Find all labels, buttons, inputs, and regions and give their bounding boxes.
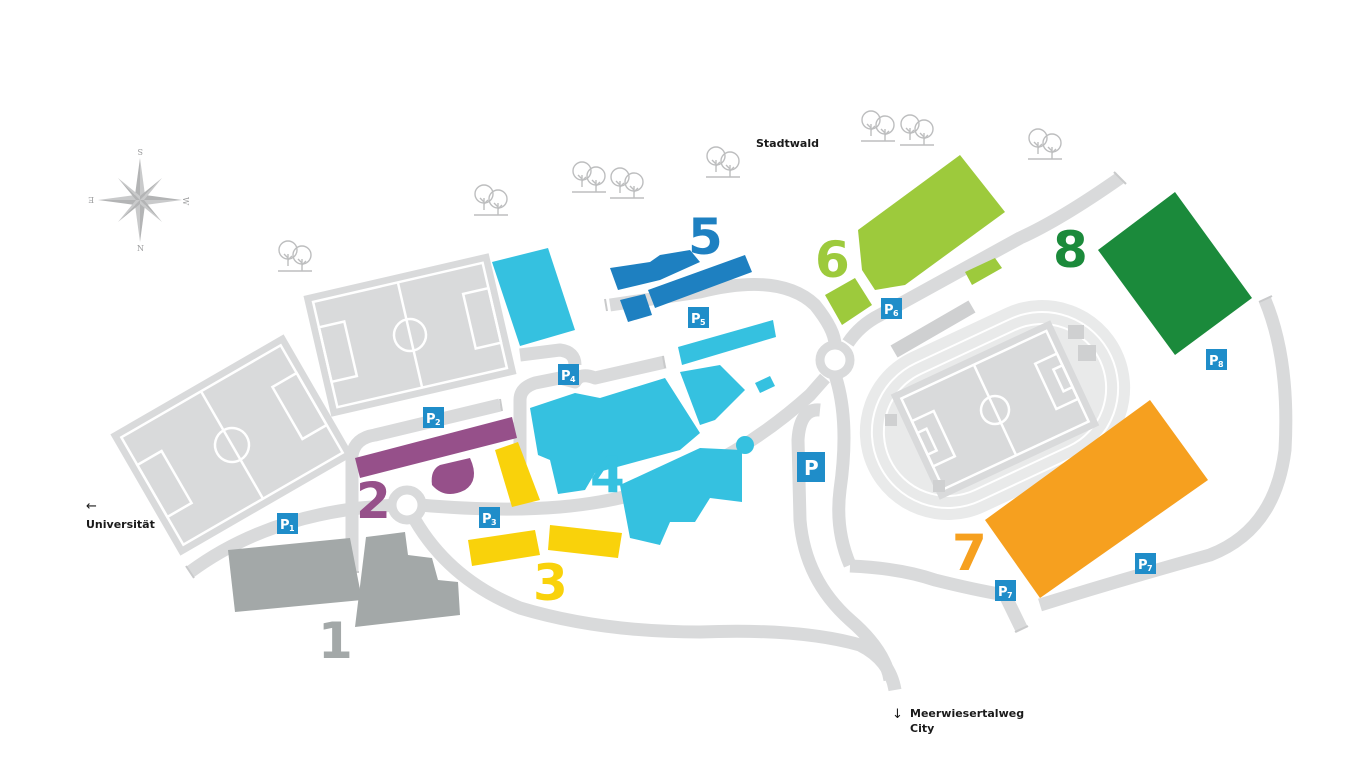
zone-number-2: 2 bbox=[356, 472, 391, 530]
building-zone-2 bbox=[355, 417, 517, 494]
roundabout-east bbox=[815, 340, 855, 380]
building-zone-1 bbox=[228, 532, 460, 627]
stadium-block-2 bbox=[1078, 345, 1096, 361]
parking-p8[interactable]: P 8 bbox=[1206, 349, 1227, 370]
svg-text:7: 7 bbox=[1147, 564, 1153, 573]
compass-label-n: N bbox=[137, 244, 144, 253]
building-zone-4 bbox=[492, 248, 776, 545]
zone-number-3: 3 bbox=[533, 554, 568, 612]
svg-text:P: P bbox=[426, 412, 436, 427]
svg-text:6: 6 bbox=[893, 309, 899, 318]
tree-icon bbox=[706, 147, 740, 177]
compass-rose-icon: S N E W bbox=[88, 147, 190, 253]
svg-text:3: 3 bbox=[491, 518, 497, 527]
tree-icon bbox=[861, 111, 895, 141]
parking-p3[interactable]: P 3 bbox=[479, 507, 500, 528]
svg-text:P: P bbox=[280, 518, 290, 533]
stadium-stand-north bbox=[890, 300, 976, 358]
tree-icon bbox=[278, 241, 312, 271]
svg-text:1: 1 bbox=[289, 524, 295, 533]
svg-text:P: P bbox=[884, 303, 894, 318]
roundabout-west bbox=[387, 485, 427, 525]
zone-number-7: 7 bbox=[952, 524, 987, 582]
svg-text:P: P bbox=[482, 512, 492, 527]
tree-icon bbox=[572, 162, 606, 192]
svg-text:7: 7 bbox=[1007, 591, 1013, 600]
svg-text:P: P bbox=[1138, 558, 1148, 573]
zone-number-4: 4 bbox=[590, 446, 625, 504]
parking-p7-east[interactable]: P 7 bbox=[1135, 553, 1156, 574]
stadium-block-1 bbox=[1068, 325, 1084, 339]
building-zone-3 bbox=[468, 442, 622, 566]
label-city[interactable]: City bbox=[910, 722, 934, 735]
arrow-south-icon: ↓ bbox=[892, 707, 903, 722]
compass-label-s: S bbox=[138, 147, 143, 156]
parking-central[interactable]: P bbox=[797, 452, 825, 482]
parking-p7-south[interactable]: P 7 bbox=[995, 580, 1016, 601]
parking-p5[interactable]: P 5 bbox=[688, 307, 709, 328]
sports-field-west bbox=[110, 334, 354, 556]
stadium-block-3 bbox=[885, 414, 897, 426]
compass-label-w: W bbox=[181, 197, 190, 206]
tree-icon bbox=[1028, 129, 1062, 159]
parking-p2[interactable]: P 2 bbox=[423, 407, 444, 428]
svg-text:8: 8 bbox=[1218, 360, 1224, 369]
building-zone-8 bbox=[1098, 192, 1252, 355]
sports-field-north bbox=[303, 253, 517, 417]
svg-text:P: P bbox=[804, 456, 819, 480]
label-universitaet[interactable]: Universität bbox=[86, 518, 155, 531]
building-zone-6 bbox=[825, 155, 1005, 325]
svg-text:5: 5 bbox=[700, 318, 706, 327]
svg-text:P: P bbox=[1209, 354, 1219, 369]
label-meerwiesertalweg[interactable]: Meerwiesertalweg bbox=[910, 707, 1024, 720]
building-zone-7 bbox=[985, 400, 1208, 598]
compass-label-e: E bbox=[88, 195, 94, 204]
parking-p1[interactable]: P 1 bbox=[277, 513, 298, 534]
svg-text:4: 4 bbox=[570, 375, 576, 384]
svg-text:P: P bbox=[561, 369, 571, 384]
tree-icon bbox=[610, 168, 644, 198]
parking-p6[interactable]: P 6 bbox=[881, 298, 902, 319]
svg-text:2: 2 bbox=[435, 418, 441, 427]
svg-text:P: P bbox=[691, 312, 701, 327]
arrow-west-icon: ← bbox=[86, 499, 97, 514]
parking-p4[interactable]: P 4 bbox=[558, 364, 579, 385]
zone-number-8: 8 bbox=[1053, 221, 1088, 279]
zone-number-5: 5 bbox=[688, 208, 723, 266]
zone-number-1: 1 bbox=[318, 612, 353, 670]
label-stadtwald: Stadtwald bbox=[756, 137, 819, 150]
svg-text:P: P bbox=[998, 585, 1008, 600]
stadium-block-4 bbox=[933, 480, 945, 492]
building-zone-5 bbox=[610, 250, 752, 322]
tree-icon bbox=[900, 115, 934, 145]
tree-icon bbox=[474, 185, 508, 215]
zone-number-6: 6 bbox=[815, 231, 850, 289]
